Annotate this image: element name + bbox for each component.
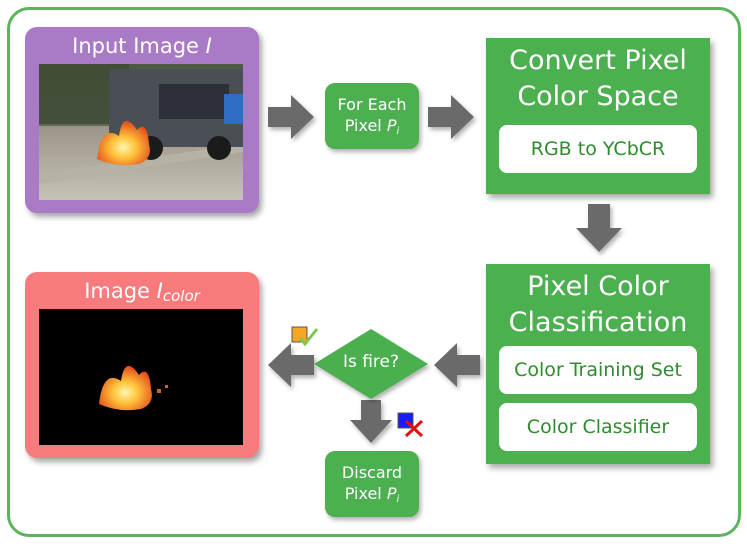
discard-label: Discard: [341, 463, 403, 482]
output-photo: [39, 309, 243, 445]
arrow-convert-to-classification: [576, 204, 622, 252]
rgb-to-ycbcr-label: RGB to YCbCR: [499, 125, 697, 173]
color-training-set-label: Color Training Set: [499, 346, 697, 394]
discard-pixel-box: Discard Pixel Pi: [325, 451, 419, 517]
classification-title-line1: Pixel Color: [527, 271, 669, 302]
arrow-classification-to-decision: [434, 343, 480, 387]
blue-square-x-icon: [397, 412, 424, 438]
color-classifier-label: Color Classifier: [499, 403, 697, 451]
pixel-classification-box: Pixel Color Classification Color Trainin…: [486, 264, 710, 464]
decision-diamond: [314, 329, 428, 399]
convert-title-line1: Convert Pixel: [509, 45, 687, 76]
classification-title-line2: Classification: [508, 307, 688, 338]
arrow-foreach-to-convert: [428, 95, 474, 139]
output-image-box: Image Icolor: [25, 272, 259, 458]
discard-pixel-label: Pixel Pi: [344, 484, 400, 505]
convert-title-line2: Color Space: [517, 81, 679, 112]
for-each-pixel-box: For Each Pixel Pi: [325, 83, 419, 149]
input-photo: [39, 64, 243, 200]
for-each-label: For Each: [337, 95, 407, 114]
input-image-box: Input Image I: [25, 27, 259, 213]
output-image-title: Image Icolor: [84, 279, 200, 305]
arrow-decision-to-discard: [350, 400, 392, 443]
arrow-decision-to-output: [268, 343, 314, 387]
decision-label: Is fire?: [342, 352, 400, 372]
arrow-input-to-foreach: [268, 95, 314, 139]
for-each-pixel-label: Pixel Pi: [344, 116, 400, 137]
orange-square-check-icon: [291, 326, 319, 347]
input-image-title: Input Image I: [72, 34, 212, 58]
convert-color-space-box: Convert Pixel Color Space RGB to YCbCR: [486, 38, 710, 194]
